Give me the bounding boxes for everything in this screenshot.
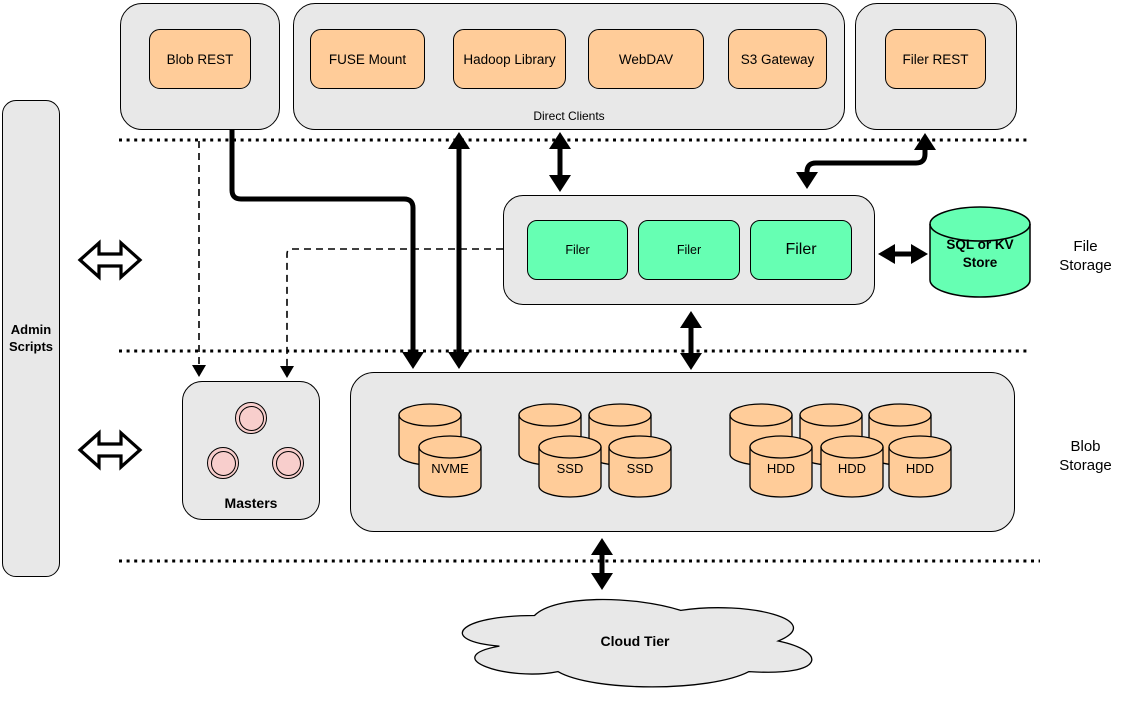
dashed-arrow-filer-to-masters bbox=[280, 248, 503, 378]
double-arrow-blobstorage-cloud bbox=[591, 538, 613, 590]
direct-clients-label: Direct Clients bbox=[533, 109, 605, 124]
arrow-filerrest-to-filer bbox=[796, 133, 936, 189]
filer-rest-node: Filer REST bbox=[885, 29, 986, 89]
webdav-node: WebDAV bbox=[588, 29, 704, 89]
nvme-volume-cylinder bbox=[418, 435, 482, 498]
blob-rest-node: Blob REST bbox=[149, 29, 251, 89]
admin-scripts-label: Admin Scripts bbox=[8, 321, 54, 354]
blob-storage-tier-label: Blob Storage bbox=[1059, 437, 1112, 475]
admin-double-arrow-blob-tier bbox=[77, 429, 143, 471]
filer-node: Filer bbox=[750, 220, 852, 280]
arrow-blobrest-to-blobstorage bbox=[229, 130, 424, 369]
admin-double-arrow-file-tier bbox=[77, 239, 143, 281]
s3-gateway-node: S3 Gateway bbox=[728, 29, 827, 89]
hdd-volume-label: HDD bbox=[905, 460, 935, 476]
double-arrow-directclients-blobstorage bbox=[448, 132, 470, 369]
dashed-arrow-blobrest-to-masters bbox=[192, 141, 206, 377]
filer-rest-label: Filer REST bbox=[902, 51, 969, 67]
double-arrow-filer-blobstorage bbox=[680, 311, 702, 370]
nvme-volume-label: NVME bbox=[431, 460, 469, 476]
ssd-volume-cylinder bbox=[608, 435, 672, 498]
hadoop-library-node: Hadoop Library bbox=[453, 29, 566, 89]
sql-kv-store-cylinder bbox=[929, 206, 1031, 298]
s3-gateway-label: S3 Gateway bbox=[740, 51, 815, 67]
filer-label: Filer bbox=[676, 243, 702, 257]
filer-label: Filer bbox=[565, 243, 590, 257]
fuse-mount-node: FUSE Mount bbox=[310, 29, 425, 89]
hdd-volume-label: HDD bbox=[837, 460, 867, 476]
filer-node: Filer bbox=[638, 220, 740, 280]
fuse-mount-label: FUSE Mount bbox=[328, 51, 407, 67]
ssd-volume-cylinder bbox=[538, 435, 602, 498]
master-node bbox=[272, 447, 304, 479]
filer-label: Filer bbox=[785, 241, 817, 258]
hdd-volume-cylinder bbox=[888, 435, 952, 498]
ssd-volume-label: SSD bbox=[626, 460, 654, 476]
cloud-tier-shape bbox=[461, 598, 813, 688]
blob-rest-label: Blob REST bbox=[166, 51, 234, 67]
webdav-label: WebDAV bbox=[618, 51, 674, 67]
sql-kv-store-label: SQL or KV Store bbox=[946, 237, 1014, 270]
hadoop-library-label: Hadoop Library bbox=[463, 51, 556, 67]
hdd-volume-cylinder bbox=[820, 435, 884, 498]
filer-node: Filer bbox=[527, 220, 628, 280]
master-node bbox=[207, 447, 239, 479]
admin-scripts-panel bbox=[2, 100, 60, 577]
double-arrow-directclients-filer bbox=[549, 132, 571, 192]
ssd-volume-label: SSD bbox=[556, 460, 584, 476]
file-storage-tier-label: File Storage bbox=[1059, 237, 1112, 275]
double-arrow-filer-sqlstore bbox=[878, 244, 928, 264]
masters-label: Masters bbox=[224, 494, 278, 511]
hdd-volume-cylinder bbox=[749, 435, 813, 498]
cloud-tier-label: Cloud Tier bbox=[600, 632, 670, 649]
master-node bbox=[235, 402, 267, 434]
hdd-volume-label: HDD bbox=[766, 460, 796, 476]
